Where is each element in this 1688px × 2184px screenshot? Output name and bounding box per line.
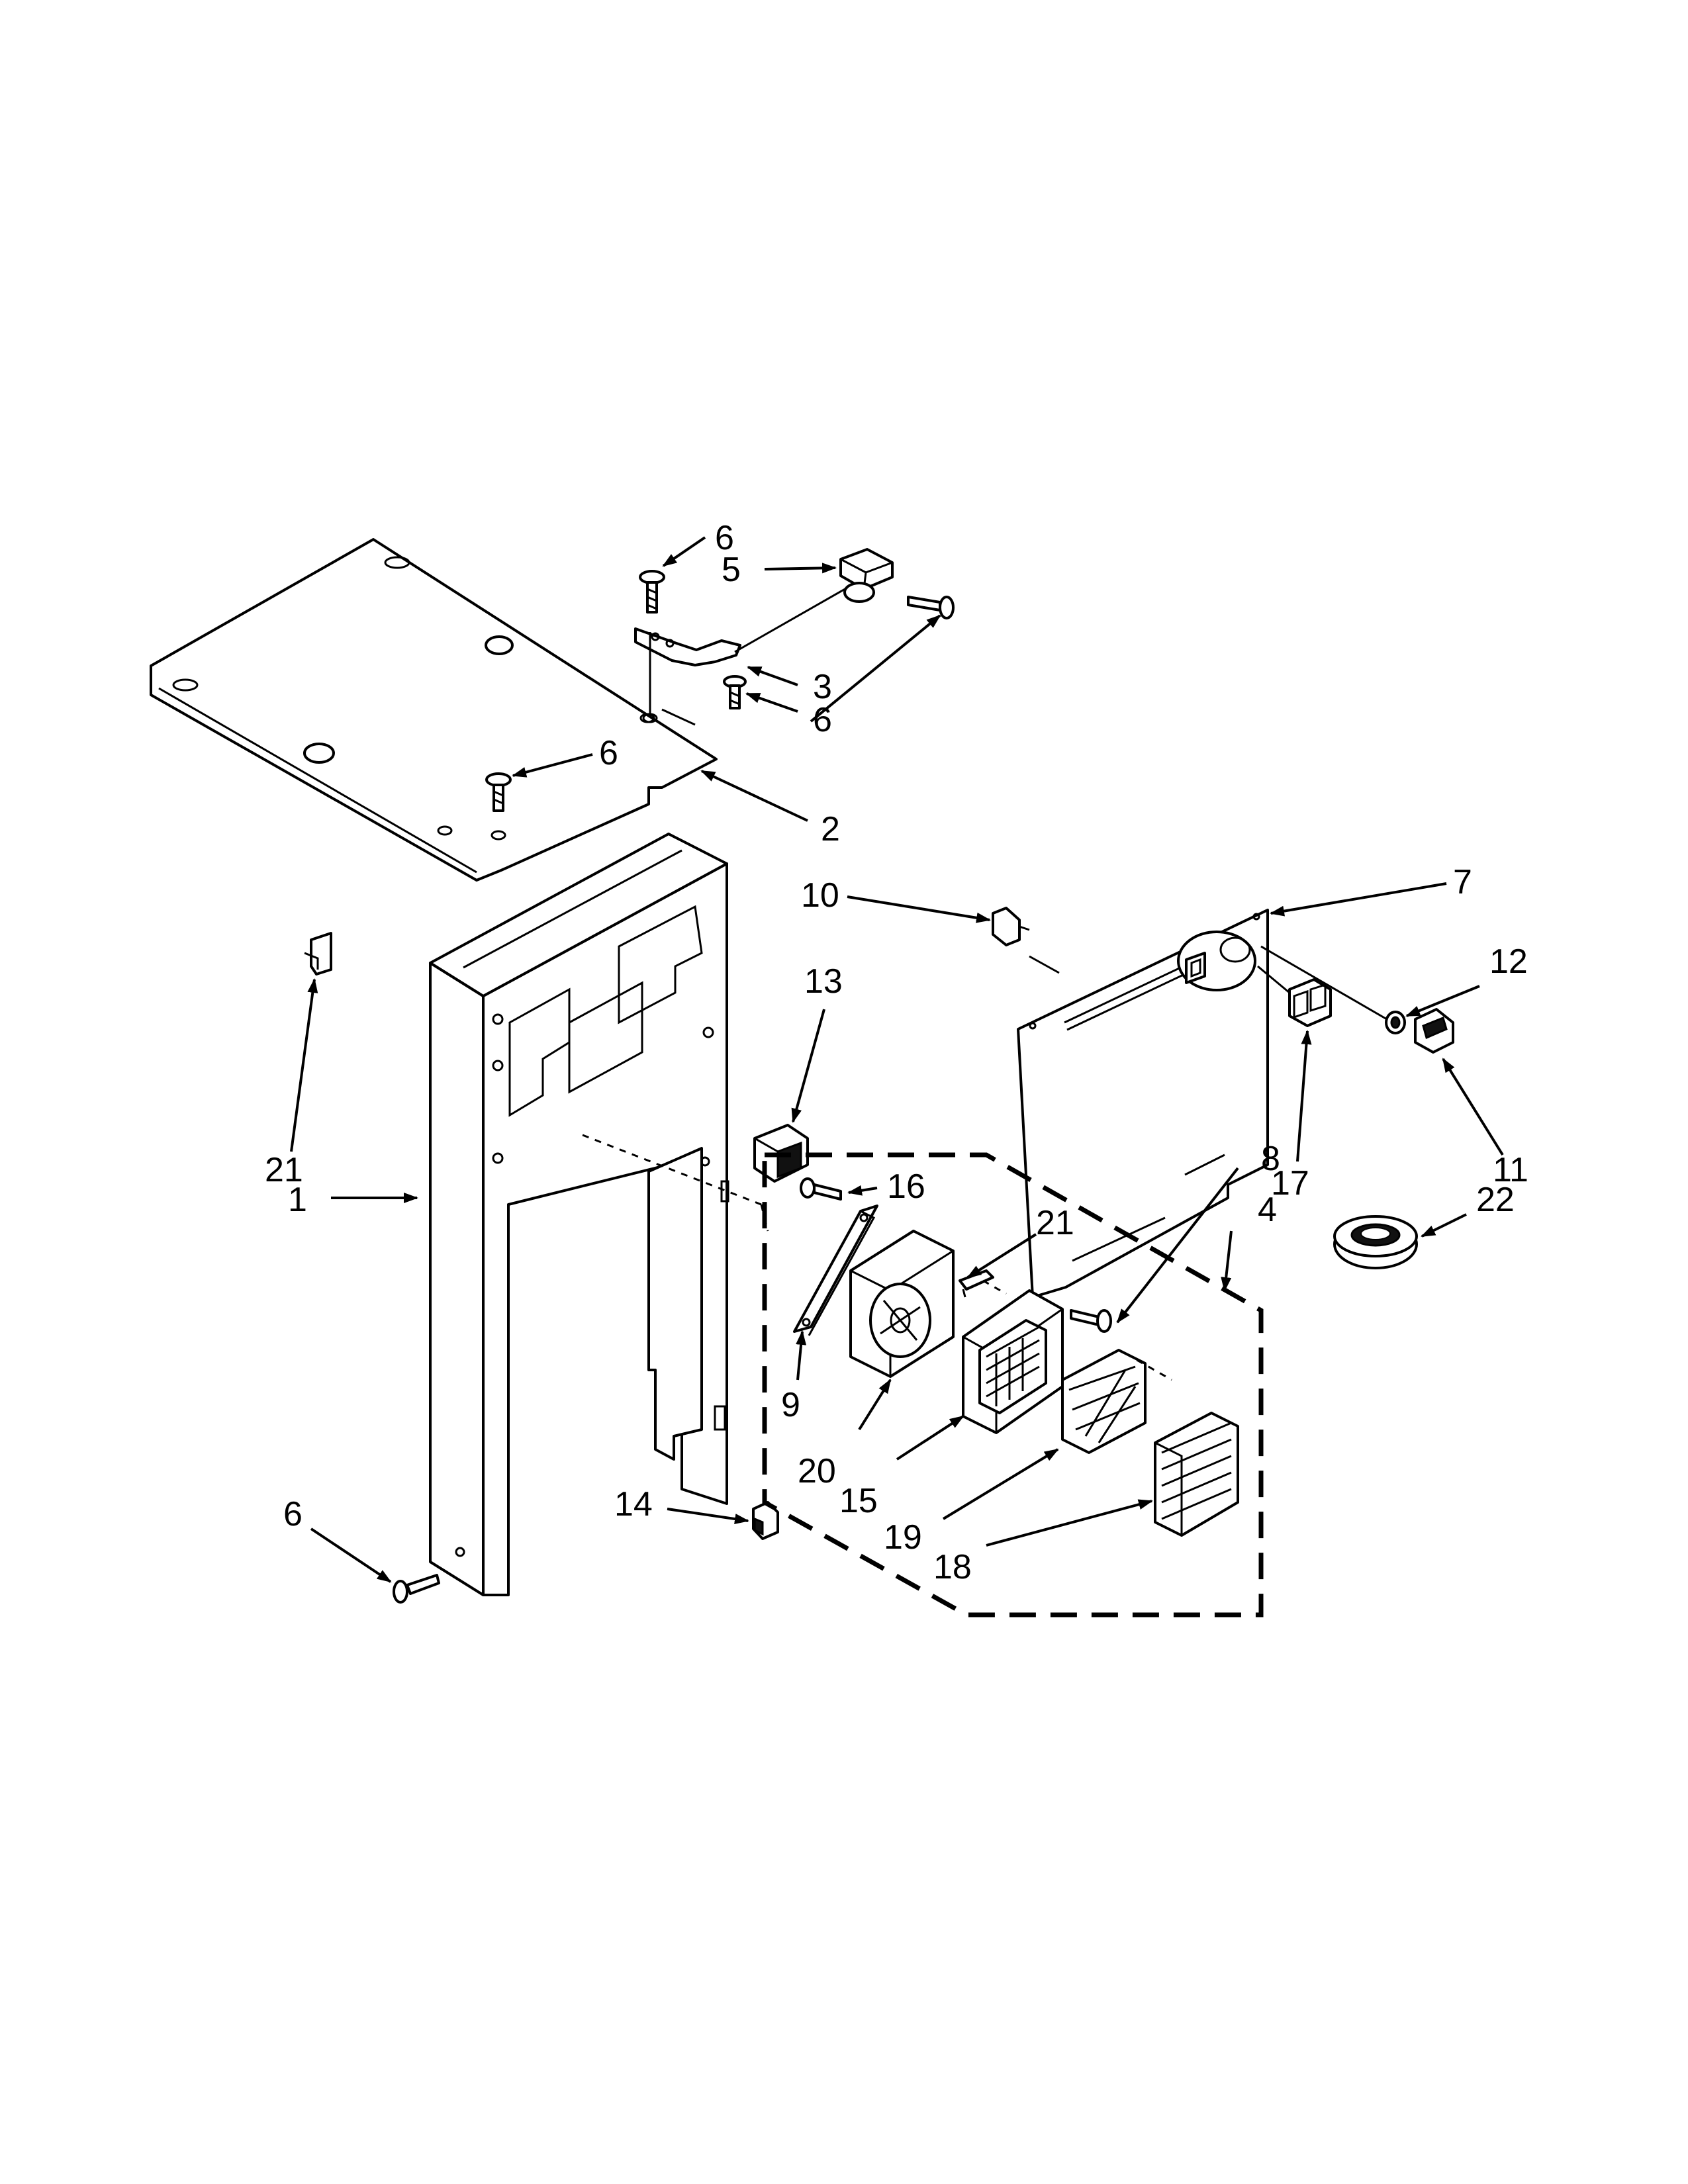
panel-switch [1257, 965, 1332, 1027]
screw-bracket-lower [723, 675, 747, 709]
main-frame [429, 833, 769, 1596]
grommet [1333, 1215, 1418, 1269]
callout-9: 9 [781, 1386, 800, 1424]
control-knob [1414, 1008, 1454, 1054]
clip-fan [959, 1269, 1007, 1298]
fan [849, 1230, 955, 1378]
panel-clip [992, 907, 1060, 974]
callout-4: 4 [1258, 1191, 1277, 1229]
knob-ring [1260, 945, 1406, 1034]
bracket [634, 627, 741, 723]
callout-3: 3 [813, 668, 832, 706]
callout-21-fan: 21 [1036, 1204, 1074, 1242]
callout-6-cover: 6 [599, 734, 618, 772]
callout-19: 19 [884, 1518, 922, 1557]
fan-screw [800, 1177, 842, 1201]
screw-top [639, 570, 665, 614]
leader-lines [290, 536, 1504, 1583]
callout-16: 16 [887, 1167, 925, 1206]
wire-clamp [734, 548, 894, 653]
callout-15: 15 [839, 1482, 878, 1520]
callout-7: 7 [1453, 863, 1472, 901]
small-switch [752, 1501, 779, 1540]
fan-assembly-boundary [762, 1152, 1264, 1617]
callout-1: 1 [288, 1181, 307, 1219]
callout-10: 10 [801, 876, 839, 915]
callout-labels: 1 2 3 4 5 6 6 6 6 7 8 9 10 11 12 13 14 1… [265, 519, 1528, 1586]
filter [1061, 1349, 1172, 1454]
callout-21-left: 21 [265, 1151, 303, 1189]
callout-18: 18 [933, 1548, 972, 1586]
callout-2: 2 [821, 810, 840, 848]
callout-6-top: 6 [715, 519, 734, 557]
top-cover-panel [150, 538, 718, 882]
callout-8: 8 [1261, 1140, 1280, 1178]
callout-17: 17 [1271, 1164, 1309, 1203]
screw-cover [485, 772, 512, 841]
grille-frame [962, 1289, 1064, 1434]
panel-screw [1070, 1309, 1112, 1333]
callout-12: 12 [1489, 942, 1528, 981]
callout-14: 14 [614, 1485, 653, 1524]
fan-bracket [793, 1205, 878, 1336]
clip-left [304, 932, 332, 976]
callout-6-bracket: 6 [813, 701, 832, 739]
callout-22: 22 [1476, 1181, 1515, 1219]
callout-20: 20 [798, 1452, 836, 1490]
callout-5: 5 [722, 551, 741, 589]
callout-11: 11 [1493, 1151, 1528, 1189]
louvered-grille [1154, 1412, 1239, 1537]
callout-6-frame: 6 [283, 1495, 303, 1533]
callout-13: 13 [804, 962, 843, 1001]
screw-clamp [907, 596, 955, 619]
screw-frame-bottom [393, 1574, 440, 1604]
